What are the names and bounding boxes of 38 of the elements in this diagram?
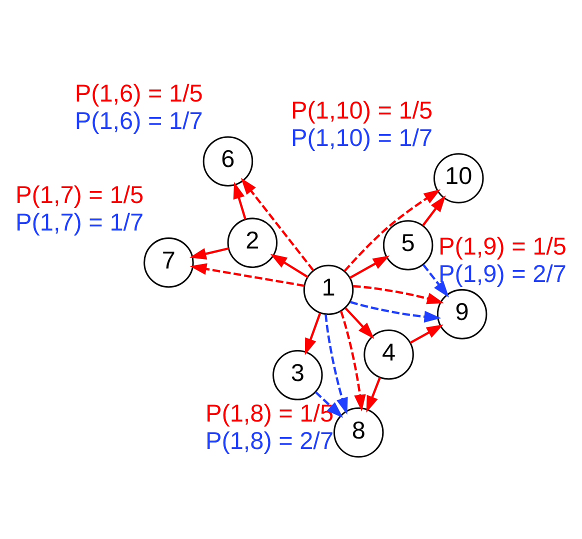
node-circle: 10: [433, 153, 484, 204]
node-label: P(1,8) = 2/7: [205, 428, 334, 455]
arrow: [340, 310, 366, 412]
arrow: [349, 256, 390, 279]
node-label: P(1,6) = 1/7: [74, 108, 203, 136]
arrow: [240, 178, 314, 272]
arrow: [233, 182, 246, 220]
arrow: [270, 254, 308, 278]
node-circle: 6: [202, 136, 254, 186]
node-label: P(1,7) = 1/5: [16, 182, 144, 209]
node-circle: 7: [144, 237, 194, 288]
arrow: [366, 377, 381, 413]
node-label: P(1,7) = 1/7: [16, 209, 144, 236]
arrow: [190, 263, 304, 287]
node-circle: 9: [436, 289, 488, 340]
node-label: P(1,8) = 1/5: [205, 400, 334, 428]
arrow: [324, 314, 348, 415]
node-label: P(1,10) = 1/5: [291, 98, 433, 125]
arrow: [189, 247, 229, 260]
arrow: [410, 324, 444, 344]
node-circle: 2: [227, 218, 278, 268]
node-circle: 1: [303, 264, 354, 315]
arrow: [344, 189, 441, 272]
arrow: [314, 391, 344, 418]
arrow: [350, 300, 442, 323]
arrow: [344, 307, 374, 339]
node-label: P(1,10) = 1/7: [291, 124, 433, 152]
node-circle: 4: [364, 329, 414, 380]
node-circle: 5: [382, 220, 434, 270]
arrow: [304, 312, 322, 356]
arrow: [422, 195, 446, 226]
node-circle: 3: [272, 350, 323, 400]
node-circle: 8: [333, 407, 384, 458]
node-label: P(1,9) = 1/5: [438, 233, 566, 260]
node-label: P(1,6) = 1/5: [74, 80, 203, 108]
node-label: P(1,9) = 2/7: [438, 260, 566, 288]
arrow: [353, 285, 444, 304]
arrow: [422, 264, 450, 298]
